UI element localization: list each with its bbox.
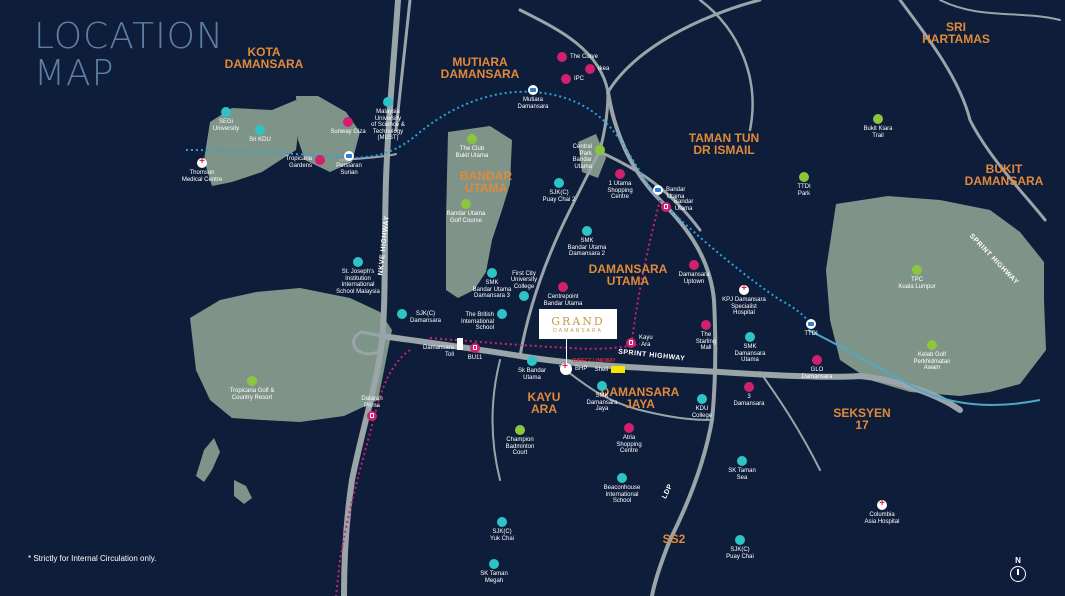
education-icon	[397, 309, 407, 319]
park-icon	[515, 425, 525, 435]
shopping-icon	[557, 52, 567, 62]
toll-icon	[457, 338, 463, 350]
park-icon	[247, 376, 257, 386]
shopping-icon	[585, 64, 595, 74]
education-icon	[617, 473, 627, 483]
area-sri-hartamas: SRI HARTAMAS	[922, 20, 990, 46]
park-icon	[927, 340, 937, 350]
bus-stop-icon	[626, 338, 636, 348]
area-mutiara-damansara: MUTIARA DAMANSARA	[440, 55, 520, 81]
area-damansara-jaya: DAMANSARA JAYA	[600, 385, 680, 411]
shopping-icon	[812, 355, 822, 365]
area-damansara-utama: DAMANSARA UTAMA	[588, 262, 668, 288]
education-icon	[497, 309, 507, 319]
education-icon	[582, 226, 592, 236]
grand-damansara-marker[interactable]: GRAND DAMANSARA	[539, 309, 617, 339]
education-icon	[519, 291, 529, 301]
shopping-icon	[689, 260, 699, 270]
bus-stop-icon	[661, 202, 671, 212]
land-tropicana-golf	[190, 288, 392, 422]
rail-station-icon	[344, 151, 354, 161]
north-label: N	[1015, 556, 1021, 565]
area-taman-tun-dr-ismail: TAMAN TUN DR ISMAIL	[688, 131, 760, 157]
park-icon	[461, 199, 471, 209]
area-bandar-utama: BANDAR UTAMA	[460, 169, 512, 195]
land-tpc-kl	[826, 196, 1046, 396]
map-title-line1: LOCATION	[34, 16, 224, 57]
map-title: LOCATION MAP	[34, 18, 224, 92]
shopping-icon	[744, 382, 754, 392]
park-icon	[799, 172, 809, 182]
compass-icon	[1010, 566, 1026, 582]
education-icon	[383, 97, 393, 107]
education-icon	[353, 257, 363, 267]
direct-linkway-label: DIRECT LINKWAY	[573, 358, 616, 364]
park-icon	[595, 145, 605, 155]
park-icon	[873, 114, 883, 124]
map-title-line2: MAP	[34, 53, 115, 94]
area-kota-damansara: KOTA DAMANSARA	[224, 45, 304, 71]
area-bukit-damansara: BUKIT DAMANSARA	[964, 162, 1044, 188]
education-icon	[497, 517, 507, 527]
hospital-icon	[877, 498, 887, 510]
petrol-icon	[611, 366, 625, 373]
bus-stop-icon	[470, 343, 480, 353]
park-icon	[467, 134, 477, 144]
river	[807, 329, 1041, 406]
land-islet-2	[234, 480, 252, 504]
education-icon	[489, 559, 499, 569]
hospital-icon	[197, 156, 207, 168]
disclaimer-note: * Strictly for Internal Circulation only…	[28, 554, 157, 563]
education-icon	[735, 535, 745, 545]
education-icon	[527, 356, 537, 366]
education-icon	[255, 125, 265, 135]
land-bandar-utama-golf	[446, 126, 512, 298]
education-icon	[487, 268, 497, 278]
project-subname: DAMANSARA	[553, 328, 603, 334]
education-icon	[745, 332, 755, 342]
rail-blue-line	[185, 90, 813, 327]
shopping-icon	[315, 155, 325, 165]
education-icon	[737, 456, 747, 466]
north-arrow: N	[1009, 556, 1027, 582]
shopping-icon	[624, 423, 634, 433]
shopping-icon	[343, 117, 353, 127]
rail-station-icon	[528, 85, 538, 95]
education-icon	[554, 178, 564, 188]
shopping-icon	[558, 282, 568, 292]
park-icon	[912, 265, 922, 275]
area-seksyen-17: SEKSYEN 17	[833, 406, 891, 432]
project-pointer-line	[566, 339, 567, 365]
shopping-icon	[701, 320, 711, 330]
rail-station-icon	[806, 319, 816, 329]
area-kayu-ara: KAYU ARA	[527, 390, 561, 416]
education-icon	[221, 107, 231, 117]
shopping-icon	[615, 169, 625, 179]
rail-pink-line	[335, 199, 661, 596]
bus-stop-icon	[367, 411, 377, 421]
rail-station-icon	[653, 185, 663, 195]
project-name: GRAND	[551, 315, 605, 328]
land-islet	[196, 438, 220, 482]
land-kota-damansara	[204, 100, 300, 186]
petrol-icon	[560, 361, 572, 375]
education-icon	[697, 394, 707, 404]
education-icon	[597, 381, 607, 391]
hospital-icon	[739, 283, 749, 295]
area-ss2: SS2	[662, 532, 686, 546]
shopping-icon	[561, 74, 571, 84]
